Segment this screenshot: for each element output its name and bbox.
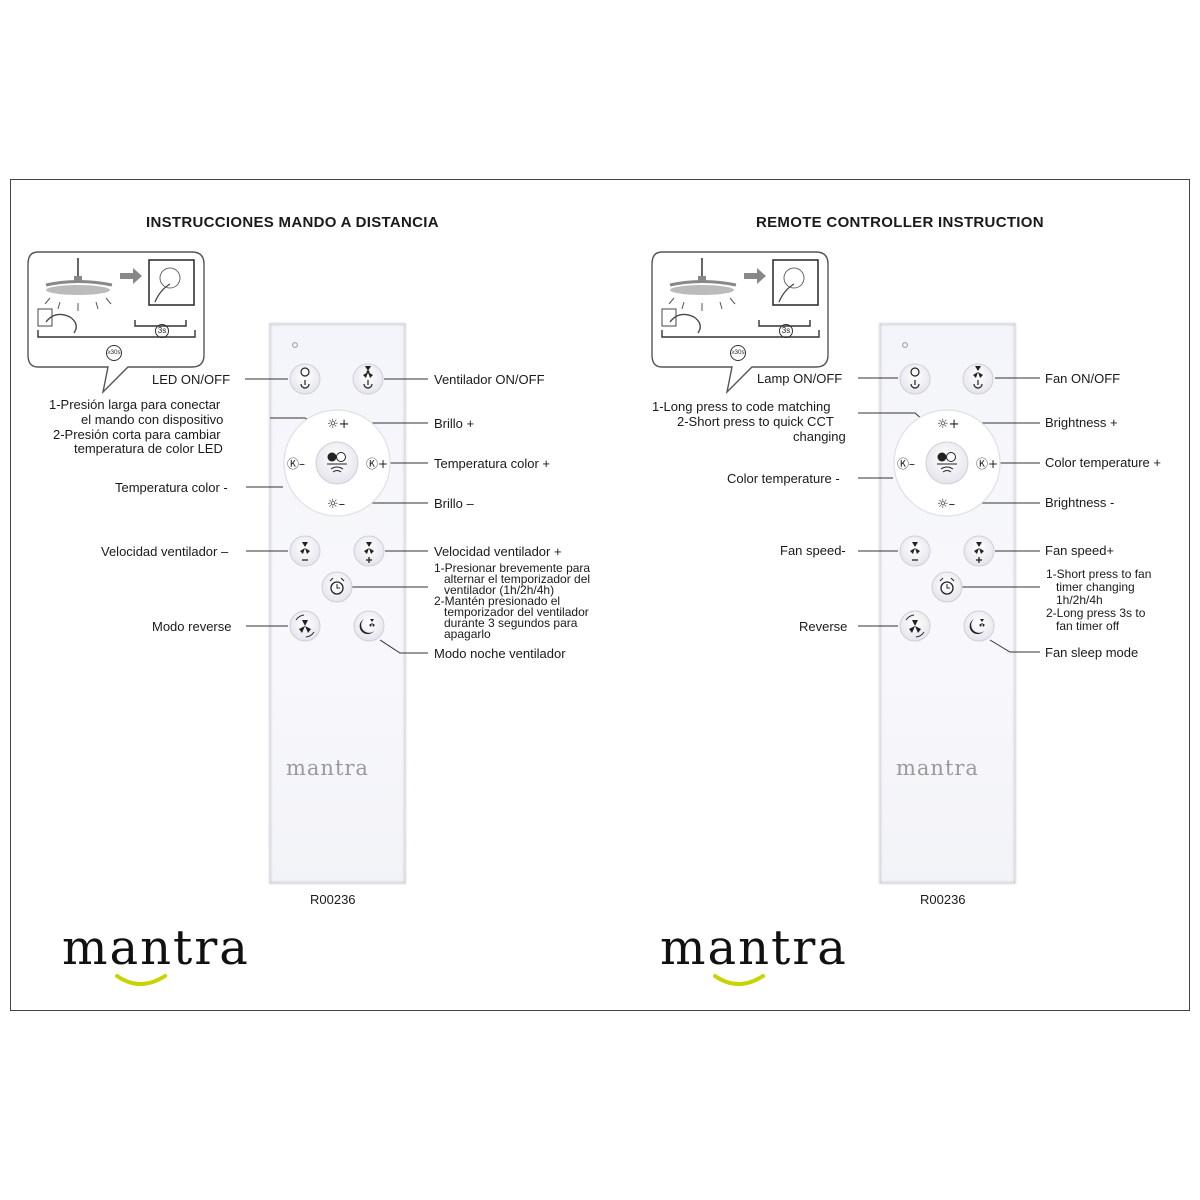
model-number: R00236 xyxy=(310,892,356,907)
reverse-button xyxy=(899,610,931,642)
label-timer-4: 2-Mantén presionado el xyxy=(434,594,561,608)
label-pair-2: 2-Short press to quick CCT xyxy=(677,414,834,429)
label-fan-onoff: Ventilador ON/OFF xyxy=(434,372,545,387)
pairing-illustration xyxy=(651,251,829,395)
remote-logo: mantra xyxy=(286,756,369,780)
label-pair-1: 1-Long press to code matching xyxy=(652,399,831,414)
three-second-badge: 3s xyxy=(779,324,793,338)
label-cct-minus: Temperatura color - xyxy=(115,480,228,495)
label-color-temp-plus: Color temperature + xyxy=(1045,455,1161,470)
page-title: REMOTE CONTROLLER INSTRUCTION xyxy=(756,214,1044,231)
thirty-second-badge: ≥30s xyxy=(106,345,122,361)
label-led-onoff: LED ON/OFF xyxy=(152,372,231,387)
label-timer-5: fan timer off xyxy=(1056,619,1120,633)
svg-text:☼–: ☼– xyxy=(937,497,955,512)
speed-plus-button xyxy=(963,535,995,567)
label-brightness-minus: Brightness - xyxy=(1045,495,1115,510)
svg-text:Ⓚ–: Ⓚ– xyxy=(897,457,915,471)
svg-text:Ⓚ–: Ⓚ– xyxy=(287,457,305,471)
label-timer-1: 1-Presionar brevemente para xyxy=(434,561,591,575)
remote-buttons: ☼+ ☼– Ⓚ– Ⓚ+ xyxy=(245,342,428,654)
label-speed-plus: Velocidad ventilador + xyxy=(434,544,562,559)
label-pair-1: 1-Presión larga para conectar xyxy=(49,397,221,412)
sleep-button xyxy=(963,610,995,642)
label-timer-6: durante 3 segundos para xyxy=(444,616,578,630)
page-title: INSTRUCCIONES MANDO A DISTANCIA xyxy=(146,214,439,231)
label-timer-1: 1-Short press to fan xyxy=(1046,567,1152,581)
remote-buttons: ☼+ ☼– Ⓚ– Ⓚ+ xyxy=(858,342,1040,653)
svg-text:☼+: ☼+ xyxy=(327,417,350,432)
label-reverse: Reverse xyxy=(799,619,848,634)
label-pair-3: 2-Presión corta para cambiar xyxy=(53,427,221,442)
timer-button xyxy=(931,571,963,603)
label-pair-4: temperatura de color LED xyxy=(74,441,223,456)
label-timer-7: apagarlo xyxy=(444,627,491,641)
label-fan-onoff: Fan ON/OFF xyxy=(1045,371,1121,386)
three-second-badge: 3s xyxy=(155,324,169,338)
label-timer-3: ventilador (1h/2h/4h) xyxy=(444,583,555,597)
document-frame xyxy=(10,179,1190,1011)
brand-smile xyxy=(115,974,167,986)
speed-minus-button xyxy=(289,535,321,567)
label-brightness-plus: Brillo + xyxy=(434,416,475,431)
svg-text:☼+: ☼+ xyxy=(937,417,960,432)
label-fan-speed-minus: Fan speed- xyxy=(780,543,846,558)
label-sleep-mode: Modo noche ventilador xyxy=(434,646,566,661)
timer-button xyxy=(321,571,353,603)
label-timer-2: timer changing xyxy=(1056,580,1135,594)
lamp-button xyxy=(899,363,931,395)
speed-plus-button xyxy=(353,535,385,567)
brand-logo: mantra xyxy=(660,920,848,976)
label-fan-speed-plus: Fan speed+ xyxy=(1045,543,1115,558)
svg-text:Ⓚ+: Ⓚ+ xyxy=(976,457,998,471)
led-button xyxy=(289,363,321,395)
fan-onoff-button xyxy=(352,363,384,395)
label-cct-plus: Temperatura color + xyxy=(434,456,550,471)
fan-onoff-button xyxy=(962,363,994,395)
label-brightness-minus: Brillo – xyxy=(434,496,474,511)
label-timer-4: 2-Long press 3s to xyxy=(1046,606,1146,620)
sleep-button xyxy=(353,610,385,642)
speed-minus-button xyxy=(899,535,931,567)
label-lamp-onoff: Lamp ON/OFF xyxy=(757,371,843,386)
label-pair-2: el mando con dispositivo xyxy=(81,412,224,427)
label-timer-3: 1h/2h/4h xyxy=(1056,593,1103,607)
label-color-temp-minus: Color temperature - xyxy=(727,471,840,486)
label-timer-5: temporizador del ventilador xyxy=(444,605,589,619)
remote-logo: mantra xyxy=(896,756,979,780)
label-fan-sleep-mode: Fan sleep mode xyxy=(1045,645,1139,660)
label-reverse: Modo reverse xyxy=(152,619,232,634)
pairing-illustration xyxy=(27,251,205,395)
label-speed-minus: Velocidad ventilador – xyxy=(101,544,229,559)
model-number: R00236 xyxy=(920,892,966,907)
reverse-button xyxy=(289,610,321,642)
label-timer-2: alternar el temporizador del xyxy=(444,572,591,586)
brand-smile xyxy=(713,974,765,986)
svg-text:☼–: ☼– xyxy=(327,497,345,512)
svg-text:Ⓚ+: Ⓚ+ xyxy=(366,457,388,471)
panel-english: REMOTE CONTROLLER INSTRUCTION 3s ≥30s ma… xyxy=(610,0,1200,1200)
panel-spanish: INSTRUCCIONES MANDO A DISTANCIA 3s ≥30s … xyxy=(27,214,591,986)
brand-logo: mantra xyxy=(62,920,250,976)
thirty-second-badge: ≥30s xyxy=(730,345,746,361)
label-brightness-plus: Brightness + xyxy=(1045,415,1118,430)
remote-control-body xyxy=(879,323,1016,884)
label-pair-3: changing xyxy=(793,429,846,444)
